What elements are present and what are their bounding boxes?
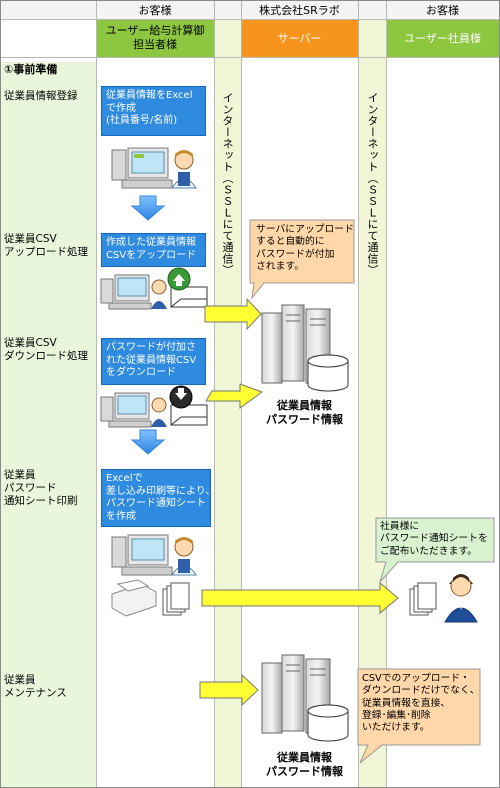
internet-lane-1 [214,19,241,787]
internet-label-2: インターネット（ＳＳＬにて通信） [366,92,379,276]
server-caption-2: 従業員情報 パスワード情報 [266,751,343,778]
col2-header-bg [241,19,358,57]
step-box-3: パスワードが付加さ れた従業員情報CSV をダウンロード [101,338,206,385]
balloon-employee-text: 社員様に パスワード通知シートを ご配布いただきます。 [380,521,488,557]
download-arrow [205,383,264,409]
col1-bottom-label: ユーザー給与計算御 担当者様 [105,24,205,51]
server-icon-2 [261,654,349,742]
balloon-server-upload-text: サーバにアップロード すると自動的に パスワードが付加 されます。 [256,224,354,272]
balloon-maintenance-shape [357,668,481,764]
step-label-2: 従業員CSV アップロード処理 [4,233,88,258]
step-box-4: Excelで 差し込み印刷等により、 パスワード通知シート を作成 [101,469,215,527]
section-title: ①事前準備 [4,63,58,76]
balloon-server-upload-shape [249,219,355,300]
paper-stack-icon [162,582,190,616]
col3-top-label: お客様 [426,4,459,17]
computer-user-icon-2 [111,534,197,576]
employee-person-icon [444,574,478,623]
printer-icon [111,579,157,617]
step-label-4: 従業員 パスワード 通知シート印刷 [4,469,78,507]
server-icon-1 [261,304,349,392]
computer-user-icon [111,147,197,189]
step-box-2: 作成した従業員情報 CSVをアップロード [101,233,206,267]
left-panel [1,62,96,787]
step-label-1: 従業員情報登録 [4,90,78,102]
col2-bottom-label: サーバー [277,32,322,45]
upload-pc-icon [100,267,208,310]
col1-header-bg [96,19,214,57]
maintenance-arrow [199,673,259,707]
balloon-maintenance-text: CSVでのアップロード・ ダウンロードだけでなく、 従業員情報を直接、 登録･編… [362,673,480,734]
down-arrow-1 [130,195,166,221]
col1-top-label: お客様 [138,4,172,17]
col3-header-bg [386,19,499,57]
server-caption-1: 従業員情報 パスワード情報 [266,399,343,426]
distribute-arrow [201,581,399,615]
step-label-5: 従業員 メンテナンス [4,674,67,699]
down-arrow-2 [130,429,166,455]
internet-label-1: インターネット（ＳＳＬにて通信） [221,92,234,276]
upload-arrow [204,297,262,331]
step-label-3: 従業員CSV ダウンロード処理 [4,337,88,362]
paper-stack-icon-2 [409,582,437,616]
col2-top-label: 株式会社SRラボ [259,4,340,17]
download-pc-icon [100,385,208,428]
internet-lane-2 [358,19,386,787]
col3-bottom-label: ユーザー社員様 [404,32,481,45]
step-box-1: 従業員情報をExcel で作成 (社員番号/名前) [101,86,206,136]
balloon-employee-shape [375,517,495,583]
